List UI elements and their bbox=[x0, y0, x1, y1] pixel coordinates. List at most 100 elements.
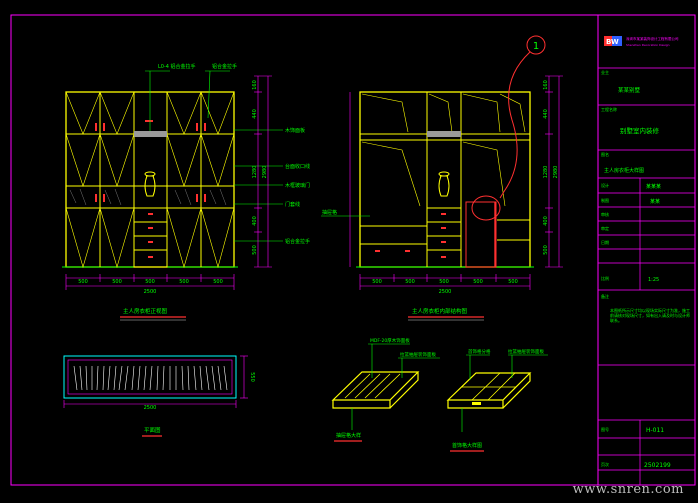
project-value: 别墅室内装修 bbox=[620, 126, 660, 135]
leader-label: 木框玻璃门 bbox=[285, 182, 310, 189]
plan-view: 2500 550 平面图 bbox=[63, 355, 255, 437]
front-view-dimensions bbox=[65, 75, 272, 290]
leader-label: MDF-20厚木饰面板 bbox=[370, 337, 410, 344]
drawer-handles bbox=[148, 213, 153, 258]
row-label-drawing-name: 图名 bbox=[601, 151, 609, 157]
drawn-value: 某某 bbox=[650, 199, 660, 205]
dim-text: 440 bbox=[252, 109, 258, 119]
dim-text: 2500 bbox=[439, 289, 452, 295]
front-view-leaders bbox=[145, 70, 283, 242]
leader-label: 门套线 bbox=[285, 201, 300, 208]
notes-value: 本图纸所示尺寸均以现场实际尺寸为准，施工前请核对现场尺寸，如有出入请及时与设计师… bbox=[610, 308, 690, 323]
row-label-checked: 审核 bbox=[601, 211, 609, 217]
designer-value: 某某某 bbox=[646, 184, 661, 190]
section-view bbox=[356, 91, 534, 268]
leader-label: 抽屉格 bbox=[322, 209, 337, 216]
section-display-niche-shelf bbox=[427, 131, 461, 137]
callout-leader bbox=[499, 51, 531, 199]
dim-text: 500 bbox=[473, 279, 483, 285]
plan-outline bbox=[63, 355, 237, 399]
notes-block: 本图纸所示尺寸均以现场实际尺寸为准，施工前请核对现场尺寸，如有出入请及时与设计师… bbox=[610, 308, 690, 323]
sheet-value: 2502199 bbox=[644, 462, 671, 469]
front-view-dim-text-vertical: 160 440 1280 400 500 2980 bbox=[252, 80, 268, 255]
dim-text: 500 bbox=[179, 279, 189, 285]
plan-width-dim: 2500 bbox=[144, 405, 157, 411]
leader-label: 台面收口线 bbox=[285, 163, 310, 170]
leader-label: 铝合金拉手 bbox=[212, 63, 237, 70]
dim-text: 500 bbox=[405, 279, 415, 285]
plan-dimensions bbox=[63, 355, 248, 408]
row-label-scale: 比例 bbox=[601, 275, 609, 281]
company-name: 深圳市某某装饰设计工程有限公司 bbox=[626, 36, 679, 41]
callout-number: 1 bbox=[533, 41, 539, 52]
row-label-sheet: 页次 bbox=[601, 461, 609, 467]
dim-text: 500 bbox=[78, 279, 88, 285]
plan-inner bbox=[67, 359, 233, 395]
client-value: 某某别墅 bbox=[618, 86, 641, 94]
drawer-tray-slats bbox=[344, 373, 401, 399]
title-block-labels: 业主 工程名称 图名 设计 制图 审核 审定 日期 比例 备注 图号 页次 bbox=[601, 69, 617, 467]
title-block-values: 某某别墅 别墅室内装修 主人房衣柜大样图 某某某 某某 1:25 H-011 2… bbox=[604, 86, 671, 469]
front-counter-band bbox=[65, 185, 235, 209]
section-view-dim-text: 500 500 500 500 500 2500 bbox=[372, 279, 518, 295]
marble-texture bbox=[69, 188, 227, 206]
drawer-detail-left: MDF-20厚木饰面板 拉篮抽屉装饰面板 抽屉格大样 bbox=[331, 337, 440, 442]
vase-icon bbox=[144, 171, 156, 197]
dim-text: 500 bbox=[145, 279, 155, 285]
row-label-drawing-no: 图号 bbox=[601, 426, 609, 432]
scale-value: 1:25 bbox=[648, 277, 659, 283]
section-view-title: 主人房衣柜内部结构图 bbox=[412, 307, 468, 315]
drawer-tray-right bbox=[446, 372, 532, 409]
dim-text: 500 bbox=[112, 279, 122, 285]
plan-view-label: 平面图 bbox=[144, 426, 161, 434]
tray-handle bbox=[472, 402, 481, 405]
front-view-leader-labels: L0-4 铝合金拉手 铝合金拉手 木饰面板 台面收口线 木框玻璃门 门套线 铝合… bbox=[158, 63, 310, 245]
sheet-frame bbox=[10, 14, 696, 486]
dim-text: 500 bbox=[508, 279, 518, 285]
leader-label: 木饰面板 bbox=[285, 127, 305, 134]
row-label-date: 日期 bbox=[601, 239, 609, 245]
row-label-designer: 设计 bbox=[601, 182, 609, 188]
front-drawers bbox=[133, 207, 168, 268]
title-block-rows bbox=[598, 67, 695, 485]
watermark: www.snren.com bbox=[572, 482, 684, 497]
drawer-detail-right: 首饰格分格 拉篮抽屉装饰面板 首饰格大样图 bbox=[446, 348, 548, 452]
row-label-approved: 审定 bbox=[601, 225, 609, 231]
vase-icon bbox=[438, 171, 450, 197]
dim-text: 500 bbox=[543, 245, 549, 255]
front-view-title: 主人房衣柜正视图 bbox=[123, 307, 168, 315]
dim-text: 400 bbox=[252, 216, 258, 226]
row-label-notes: 备注 bbox=[601, 293, 609, 299]
leader-label: L0-4 铝合金拉手 bbox=[158, 63, 196, 70]
front-view bbox=[62, 91, 238, 269]
dim-text: 500 bbox=[213, 279, 223, 285]
dim-text: 1280 bbox=[543, 166, 549, 179]
front-view-dim-text: 500 500 500 500 500 2500 bbox=[78, 279, 223, 295]
drawer-handles bbox=[375, 213, 446, 258]
handle-icon bbox=[145, 120, 153, 122]
company-subtitle: Shenzhen Decoration Design bbox=[626, 43, 670, 47]
leader-label: 铝合金拉手 bbox=[285, 238, 310, 245]
company-logo-icon bbox=[604, 36, 622, 46]
dim-text: 2980 bbox=[553, 166, 559, 179]
dim-text: 500 bbox=[372, 279, 382, 285]
leader-label: 首饰格分格 bbox=[468, 348, 491, 355]
plan-hangers bbox=[73, 365, 228, 391]
dim-text: 1280 bbox=[252, 166, 258, 179]
drawer-tray-left bbox=[331, 371, 420, 409]
dim-text: 2980 bbox=[262, 166, 268, 179]
section-view-dimensions bbox=[349, 75, 563, 290]
dim-text: 2500 bbox=[144, 289, 157, 295]
dim-text: 160 bbox=[252, 80, 258, 90]
dim-text: 160 bbox=[543, 80, 549, 90]
leader-label: 拉篮抽屉装饰面板 bbox=[400, 351, 436, 358]
section-drawers bbox=[427, 221, 461, 251]
section-drawer-unit bbox=[465, 201, 497, 268]
drawer-detail-left-label: 抽屉格大样 bbox=[336, 432, 361, 439]
handle-icon bbox=[95, 123, 206, 202]
row-label-project: 工程名称 bbox=[601, 106, 617, 112]
garment-hanger-lines bbox=[361, 93, 526, 207]
leader-label: 拉篮抽屉装饰面板 bbox=[508, 348, 544, 355]
jewelry-grid bbox=[462, 372, 516, 401]
